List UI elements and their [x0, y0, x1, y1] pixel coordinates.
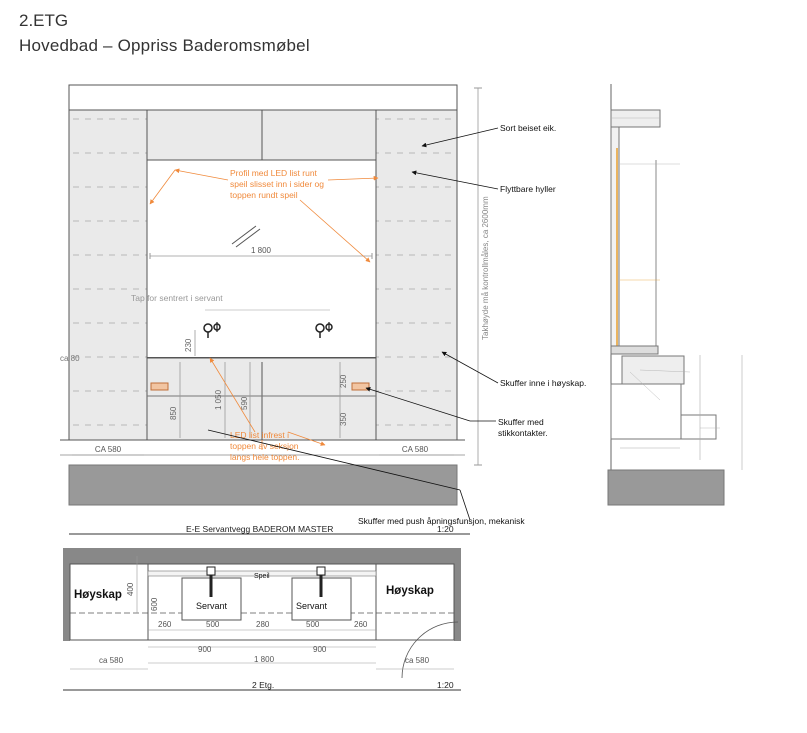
plan-mirror-label: Speil — [254, 573, 270, 580]
plan-scale: 1:20 — [437, 680, 454, 690]
plan-view: Høyskap Høyskap Servant Servant Speil 40… — [63, 548, 461, 691]
outlet-left-icon — [150, 382, 169, 391]
plan-title: 2 Etg. — [252, 680, 274, 690]
plan-sink-right: Servant — [296, 601, 328, 611]
dim-mirror-width: 1 800 — [251, 246, 272, 255]
plan-dim-900-left: 900 — [198, 645, 212, 654]
plan-dim-500-right: 500 — [306, 620, 320, 629]
plan-dim-260-right: 260 — [354, 620, 368, 629]
callout-shelves: Flyttbare hyller — [500, 184, 556, 194]
callout-drawers-tall: Skuffer inne i høyskap. — [500, 378, 586, 388]
elevation-view: 1 800 Tap for sentrert i servant CA 580 … — [60, 84, 586, 535]
plan-tall-cabinet-right: Høyskap — [386, 585, 434, 597]
plan-dim-600: 600 — [150, 597, 159, 611]
dim-850: 850 — [169, 406, 178, 420]
ceiling-note: Takhøyde må kontrollmåles, ca 2600mm — [481, 196, 490, 340]
dim-590: 590 — [240, 396, 249, 410]
tap-right-icon — [315, 322, 333, 338]
dim-ca580-left: CA 580 — [95, 445, 122, 454]
elevation-title: E-E Servantvegg BADEROM MASTER — [186, 524, 333, 534]
callout-black-oak: Sort beiset eik. — [500, 123, 556, 133]
dim-350: 350 — [339, 412, 348, 426]
dim-250: 250 — [339, 374, 348, 388]
outlet-right-icon — [351, 382, 370, 391]
plan-dim-400: 400 — [126, 582, 135, 596]
callout-push-drawers: Skuffer med push åpningsfunsjon, mekanis… — [358, 516, 525, 526]
door-swing-arc — [401, 621, 459, 679]
dim-ca80: ca 80 — [60, 354, 80, 363]
plan-dim-ca580-left: ca 580 — [99, 656, 124, 665]
dim-1050: 1 050 — [214, 389, 223, 410]
elevation-scale: 1:20 — [437, 524, 454, 534]
plan-dim-ca580-right: ca 580 — [405, 656, 430, 665]
plan-dim-500-left: 500 — [206, 620, 220, 629]
plan-sink-left: Servant — [196, 601, 228, 611]
dim-230: 230 — [184, 338, 193, 352]
plan-dim-900-right: 900 — [313, 645, 327, 654]
tap-left-icon — [203, 322, 221, 338]
plan-dim-total: 1 800 — [254, 655, 275, 664]
callout-drawers-sockets: Skuffer med stikkontakter. — [498, 417, 548, 438]
plan-dim-260-left: 260 — [158, 620, 172, 629]
tap-note: Tap for sentrert i servant — [131, 293, 223, 303]
section-view — [607, 84, 743, 506]
floor-heading: 2.ETG — [19, 11, 69, 30]
dim-ca580-right: CA 580 — [402, 445, 429, 454]
drawing-subtitle: Hovedbad – Oppriss Baderomsmøbel — [19, 36, 310, 55]
plan-dim-280: 280 — [256, 620, 270, 629]
led-profile-note: Profil med LED list runt speil slisset i… — [230, 168, 326, 200]
led-strip-note: LED list infrest i toppen av seksjon lan… — [230, 430, 301, 462]
plan-tall-cabinet-left: Høyskap — [74, 589, 122, 601]
